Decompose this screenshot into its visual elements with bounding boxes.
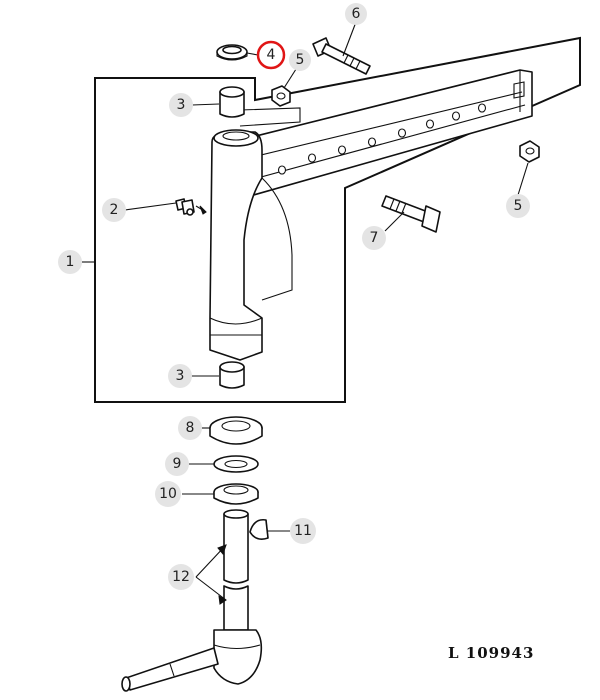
bushing-lower — [219, 361, 245, 389]
callout-5-right-label: 5 — [514, 198, 523, 214]
pivot-housing — [209, 129, 293, 361]
grease-fitting — [175, 198, 207, 216]
thrust-bearing — [209, 416, 263, 445]
beam-holes — [277, 103, 487, 175]
seal-ring-top — [216, 44, 248, 61]
callout-8: 8 — [178, 416, 202, 440]
callout-5-right: 5 — [506, 194, 530, 218]
callout-1-label: 1 — [66, 254, 75, 270]
nut-right — [519, 140, 540, 163]
callout-4-highlighted: 4 — [256, 40, 286, 70]
callout-9-label: 9 — [173, 456, 182, 472]
woodruff-key — [249, 518, 269, 540]
bolt-upper — [312, 37, 371, 75]
callout-6-label: 6 — [352, 6, 361, 22]
callout-5-upper: 5 — [289, 49, 311, 71]
bolt-lower — [381, 195, 441, 233]
callout-2-label: 2 — [110, 202, 119, 218]
callout-12-label: 12 — [172, 569, 190, 585]
callout-4-label: 4 — [267, 47, 276, 63]
callout-7: 7 — [362, 226, 386, 250]
callout-3-upper-label: 3 — [177, 97, 186, 113]
callout-1: 1 — [58, 250, 82, 274]
reference-code: L 109943 — [448, 644, 534, 662]
bushing-upper — [219, 86, 245, 118]
callout-11: 11 — [290, 518, 316, 544]
callout-9: 9 — [165, 452, 189, 476]
callout-10: 10 — [155, 481, 181, 507]
flat-washer — [213, 455, 259, 473]
callout-12: 12 — [168, 564, 194, 590]
callout-6: 6 — [345, 3, 367, 25]
leader-lines — [82, 21, 529, 605]
nut-upper — [271, 85, 291, 107]
callout-7-label: 7 — [370, 230, 379, 246]
dust-seal — [213, 483, 259, 505]
spindle — [121, 509, 263, 692]
callout-2: 2 — [102, 198, 126, 222]
assembly-frame — [94, 36, 581, 403]
callout-8-label: 8 — [186, 420, 195, 436]
callout-10-label: 10 — [159, 486, 177, 502]
callout-3-upper: 3 — [169, 93, 193, 117]
callout-3-lower-label: 3 — [176, 368, 185, 384]
callout-3-lower: 3 — [168, 364, 192, 388]
callout-11-label: 11 — [294, 523, 312, 539]
callout-5-upper-label: 5 — [296, 52, 305, 68]
